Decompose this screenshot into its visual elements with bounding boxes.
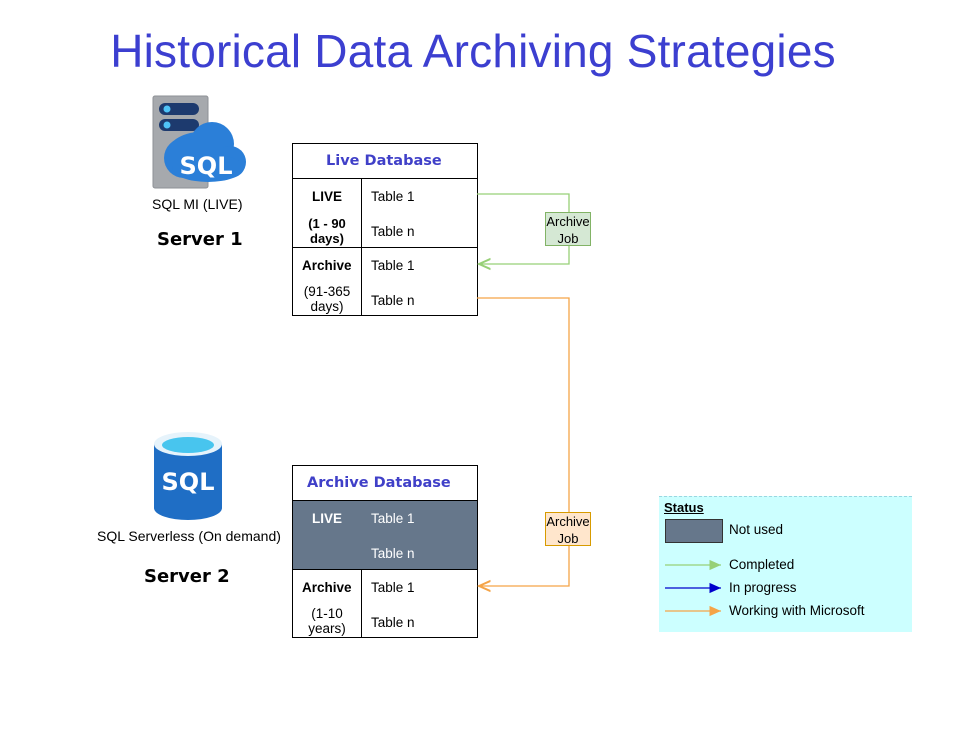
archive-section: Archive (91-365 days) Table 1 Table n xyxy=(293,248,477,316)
server2-caption: SQL Serverless (On demand) xyxy=(97,528,281,544)
server1-caption: SQL MI (LIVE) xyxy=(152,196,243,212)
server1-icon-text: SQL xyxy=(180,152,233,180)
unused-live-section-key: LIVE xyxy=(312,511,343,526)
not-used-swatch xyxy=(665,519,723,543)
server2-icon-text: SQL xyxy=(162,468,215,496)
server2-name: Server 2 xyxy=(144,566,230,587)
live-database-header: Live Database xyxy=(293,144,477,179)
archive-section-range: (91-365 days) xyxy=(303,284,351,314)
legend-not-used: Not used xyxy=(729,522,784,537)
archive-section-key: Archive xyxy=(302,258,352,273)
status-legend: Status Not used Completed In progress Wo… xyxy=(659,496,912,632)
sql-database-icon: SQL xyxy=(150,430,226,522)
archive-table-1: Table 1 xyxy=(371,258,415,273)
live-section-key: LIVE xyxy=(312,189,343,204)
legend-title: Status xyxy=(664,500,704,515)
live-table-n: Table n xyxy=(371,224,415,239)
long-term-table-1: Table 1 xyxy=(371,580,415,595)
live-table-1: Table 1 xyxy=(371,189,415,204)
legend-working-with-microsoft: Working with Microsoft xyxy=(729,603,865,618)
live-database-table: Live Database LIVE (1 - 90 days) Table 1… xyxy=(292,143,478,316)
diagram-title: Historical Data Archiving Strategies xyxy=(110,25,836,77)
unused-table-1: Table 1 xyxy=(371,511,415,526)
archive-database-table: Archive Database LIVE Table 1 Table n Ar… xyxy=(292,465,478,638)
legend-in-progress: In progress xyxy=(729,580,797,595)
live-section: LIVE (1 - 90 days) Table 1 Table n xyxy=(293,179,477,248)
long-term-archive-section: Archive (1-10 years) Table 1 Table n xyxy=(293,570,477,638)
long-term-archive-range: (1-10 years) xyxy=(308,606,346,636)
unused-table-n: Table n xyxy=(371,546,415,561)
legend-arrows xyxy=(665,559,721,617)
live-section-range: (1 - 90 days) xyxy=(308,216,346,246)
microsoft-job-flow xyxy=(477,297,570,586)
archive-table-n: Table n xyxy=(371,293,415,308)
archive-database-header: Archive Database xyxy=(293,466,477,501)
server1-name: Server 1 xyxy=(157,229,243,250)
unused-live-section: LIVE Table 1 Table n xyxy=(293,501,477,570)
long-term-table-n: Table n xyxy=(371,615,415,630)
long-term-archive-key: Archive xyxy=(302,580,352,595)
sql-managed-instance-icon: SQL xyxy=(150,94,250,190)
legend-completed: Completed xyxy=(729,557,795,572)
